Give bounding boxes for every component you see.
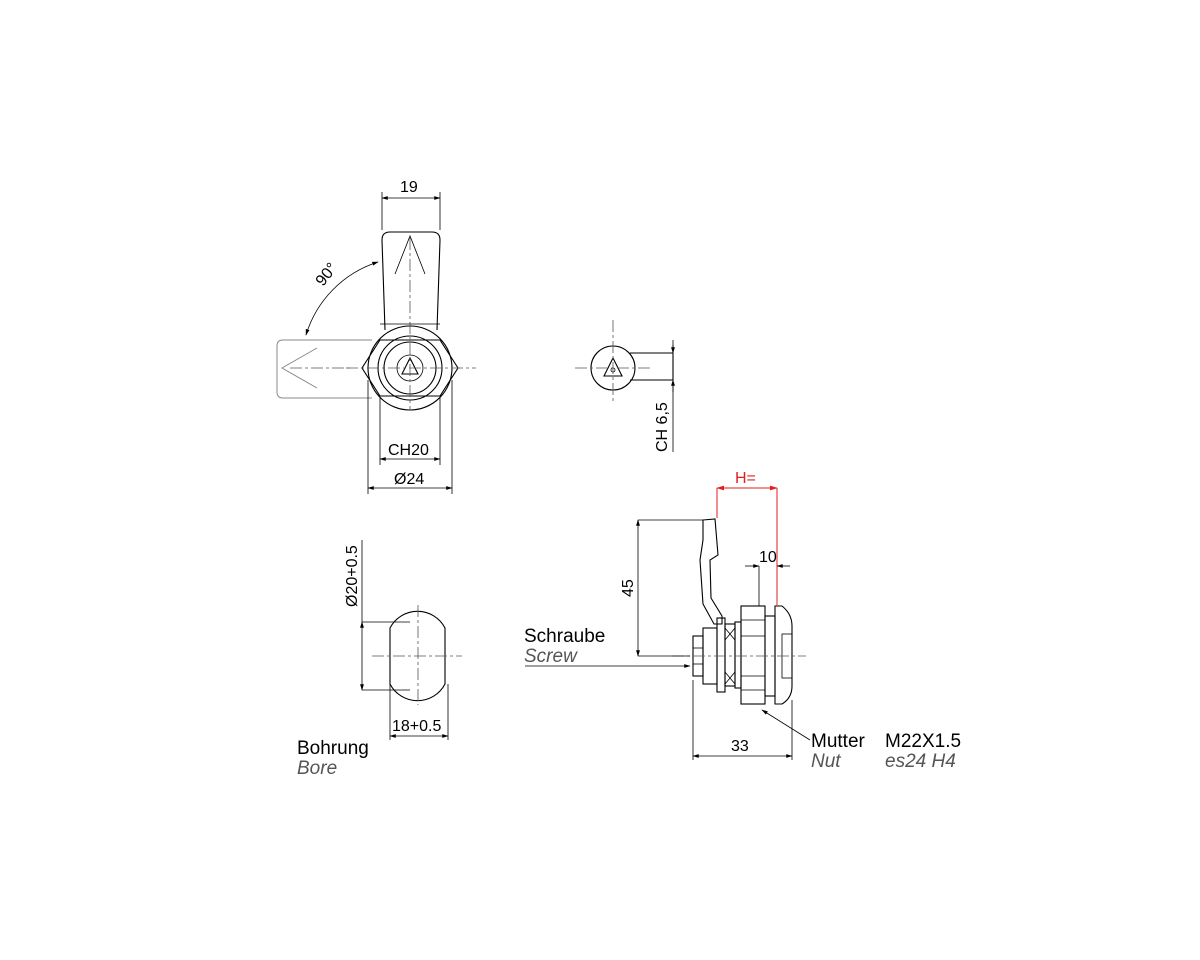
hex-size-label: CH20	[388, 442, 429, 459]
hole-diameter-label: Ø20+0.5	[344, 545, 361, 607]
bore-label-de: Bohrung	[297, 738, 369, 759]
handle-width-dimension: 19	[381, 179, 441, 230]
hole-flat-label: 18+0.5	[392, 718, 441, 735]
rotated-handle-ghost	[276, 339, 372, 399]
nut-label-en: Nut	[811, 751, 841, 772]
nut-label-de: Mutter	[811, 731, 866, 752]
bore-view: Ø20+0.5 18+0.5 Bohrung Bore	[297, 540, 462, 779]
hex-dimension: CH20	[379, 398, 441, 465]
variable-height-label: H=	[735, 470, 756, 487]
side-view: Schraube Screw Mutter Nut M22X1.5 es24 H…	[524, 470, 961, 772]
thread-label: M22X1.5	[885, 731, 961, 752]
handle-width-label: 19	[400, 179, 418, 196]
handle-height-label: 45	[620, 579, 637, 597]
lock-head	[346, 322, 476, 411]
key-detail-view: CH 6,5	[575, 320, 675, 452]
front-view: 90° 19 CH20 Ø24	[276, 179, 476, 494]
bore-label-en: Bore	[297, 758, 337, 779]
angle-dimension: 90°	[305, 260, 379, 336]
diameter-dimension: Ø24	[367, 380, 453, 494]
handle-lever	[699, 518, 723, 625]
overall-length-label: 33	[731, 738, 749, 755]
angle-label: 90°	[313, 260, 341, 290]
wrench-size-label: es24 H4	[885, 751, 956, 772]
screw-label-en: Screw	[524, 646, 578, 667]
body-offset-label: 10	[759, 549, 777, 566]
triangle-key-icon	[603, 356, 623, 377]
nut	[740, 605, 766, 705]
key-size-label: CH 6,5	[654, 402, 671, 452]
screw-label-de: Schraube	[524, 626, 605, 647]
outer-diameter-label: Ø24	[394, 471, 424, 488]
handle-upright	[380, 231, 441, 331]
